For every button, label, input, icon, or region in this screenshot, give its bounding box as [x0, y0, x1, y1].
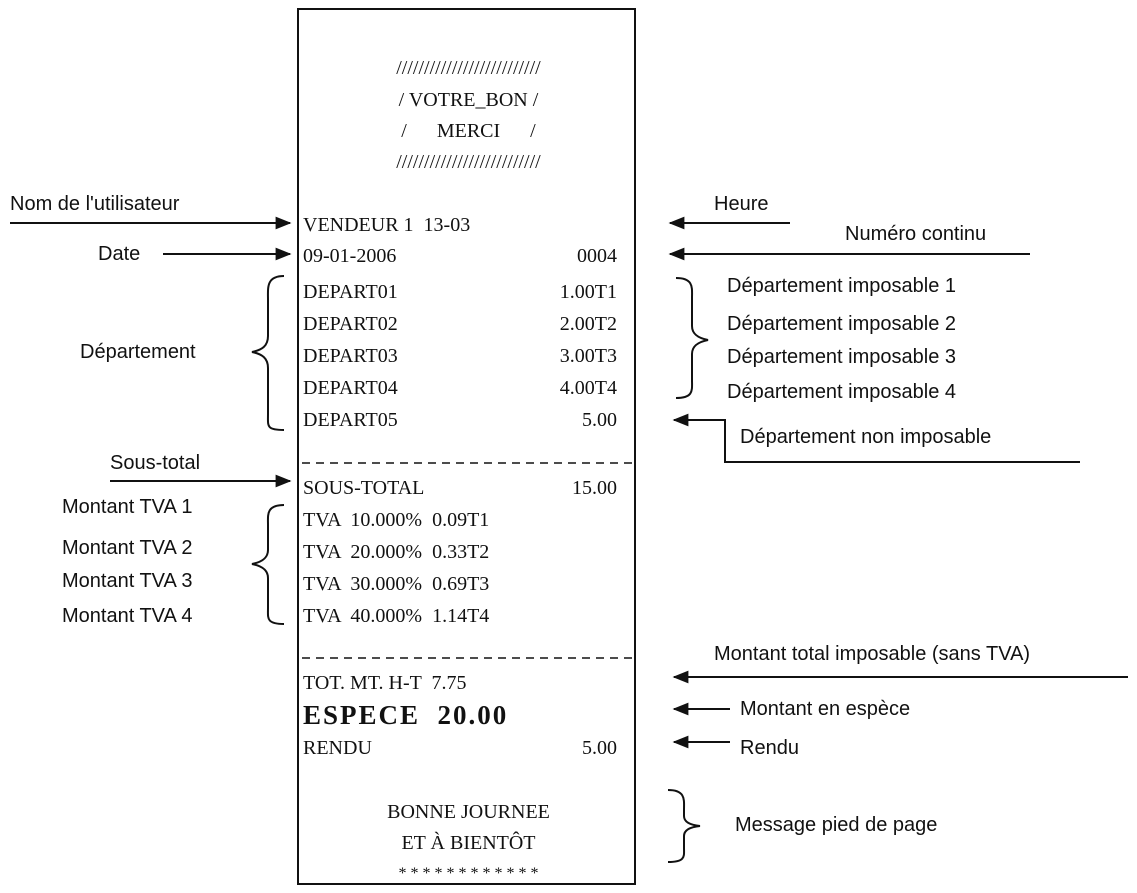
- rendu-value: 5.00: [582, 737, 617, 759]
- tva-line-2: TVA 20.000% 0.33T2: [303, 541, 490, 563]
- dept-amount-1: 1.00T1: [559, 281, 617, 303]
- label-user-name: Nom de l'utilisateur: [10, 193, 180, 215]
- label-taxable-2: Département imposable 2: [727, 313, 957, 335]
- label-cash-amount: Montant en espèce: [740, 698, 911, 720]
- espece-line: ESPECE 20.00: [303, 700, 509, 730]
- brace-departments: [251, 275, 285, 431]
- dept-amount-3: 3.00T3: [559, 345, 617, 367]
- header-line-2: / VOTRE_BON /: [398, 89, 539, 111]
- tva-line-1: TVA 10.000% 0.09T1: [303, 509, 490, 531]
- label-tva-2: Montant TVA 2: [62, 537, 193, 559]
- label-continuous-number: Numéro continu: [845, 223, 987, 245]
- dept-amount-4: 4.00T4: [559, 377, 617, 399]
- dept-name-1: DEPART01: [303, 281, 398, 303]
- tva-line-3: TVA 30.000% 0.69T3: [303, 573, 490, 595]
- dept-name-3: DEPART03: [303, 345, 398, 367]
- receipt-date: 09-01-2006: [303, 245, 397, 267]
- subtotal-value: 15.00: [572, 477, 617, 499]
- label-taxable-3: Département imposable 3: [727, 346, 957, 368]
- dept-amount-2: 2.00T2: [559, 313, 617, 335]
- label-taxable-4: Département imposable 4: [727, 381, 957, 403]
- label-tva-1: Montant TVA 1: [62, 496, 193, 518]
- label-footer-message: Message pied de page: [735, 814, 938, 836]
- label-taxable-1: Département imposable 1: [727, 275, 957, 297]
- label-change: Rendu: [740, 737, 799, 759]
- label-date: Date: [98, 243, 141, 265]
- brace-tva: [251, 504, 285, 625]
- dept-name-5: DEPART05: [303, 409, 398, 431]
- label-hour: Heure: [714, 193, 769, 215]
- brace-footer: [667, 789, 701, 863]
- footer-line-2: ET À BIENTÔT: [401, 832, 536, 854]
- label-non-taxable: Département non imposable: [740, 426, 992, 448]
- footer-line-1: BONNE JOURNEE: [387, 801, 550, 823]
- label-tva-3: Montant TVA 3: [62, 570, 193, 592]
- label-tva-4: Montant TVA 4: [62, 605, 193, 627]
- dept-name-2: DEPART02: [303, 313, 398, 335]
- tva-line-4: TVA 40.000% 1.14T4: [303, 605, 490, 627]
- brace-taxable: [675, 277, 709, 399]
- header-line-4: //////////////////////////: [396, 151, 541, 173]
- footer-stars: * * * * * * * * * * * *: [398, 865, 539, 882]
- arrow-non-taxable: [672, 413, 1080, 463]
- label-subtotal: Sous-total: [110, 452, 201, 474]
- receipt: ////////////////////////// / VOTRE_BON /…: [297, 8, 636, 885]
- subtotal-label: SOUS-TOTAL: [303, 477, 425, 499]
- dept-amount-5: 5.00: [582, 409, 617, 431]
- tot-line: TOT. MT. H-T 7.75: [303, 672, 467, 694]
- dept-name-4: DEPART04: [303, 377, 398, 399]
- header-line-3: / MERCI /: [401, 120, 536, 142]
- vendor-line: VENDEUR 1 13-03: [303, 214, 471, 236]
- label-department: Département: [80, 341, 196, 363]
- receipt-number: 0004: [577, 245, 617, 267]
- receipt-dividers: [302, 462, 636, 659]
- header-line-1: //////////////////////////: [396, 57, 541, 79]
- rendu-label: RENDU: [303, 737, 372, 759]
- label-total-taxable: Montant total imposable (sans TVA): [714, 643, 1031, 665]
